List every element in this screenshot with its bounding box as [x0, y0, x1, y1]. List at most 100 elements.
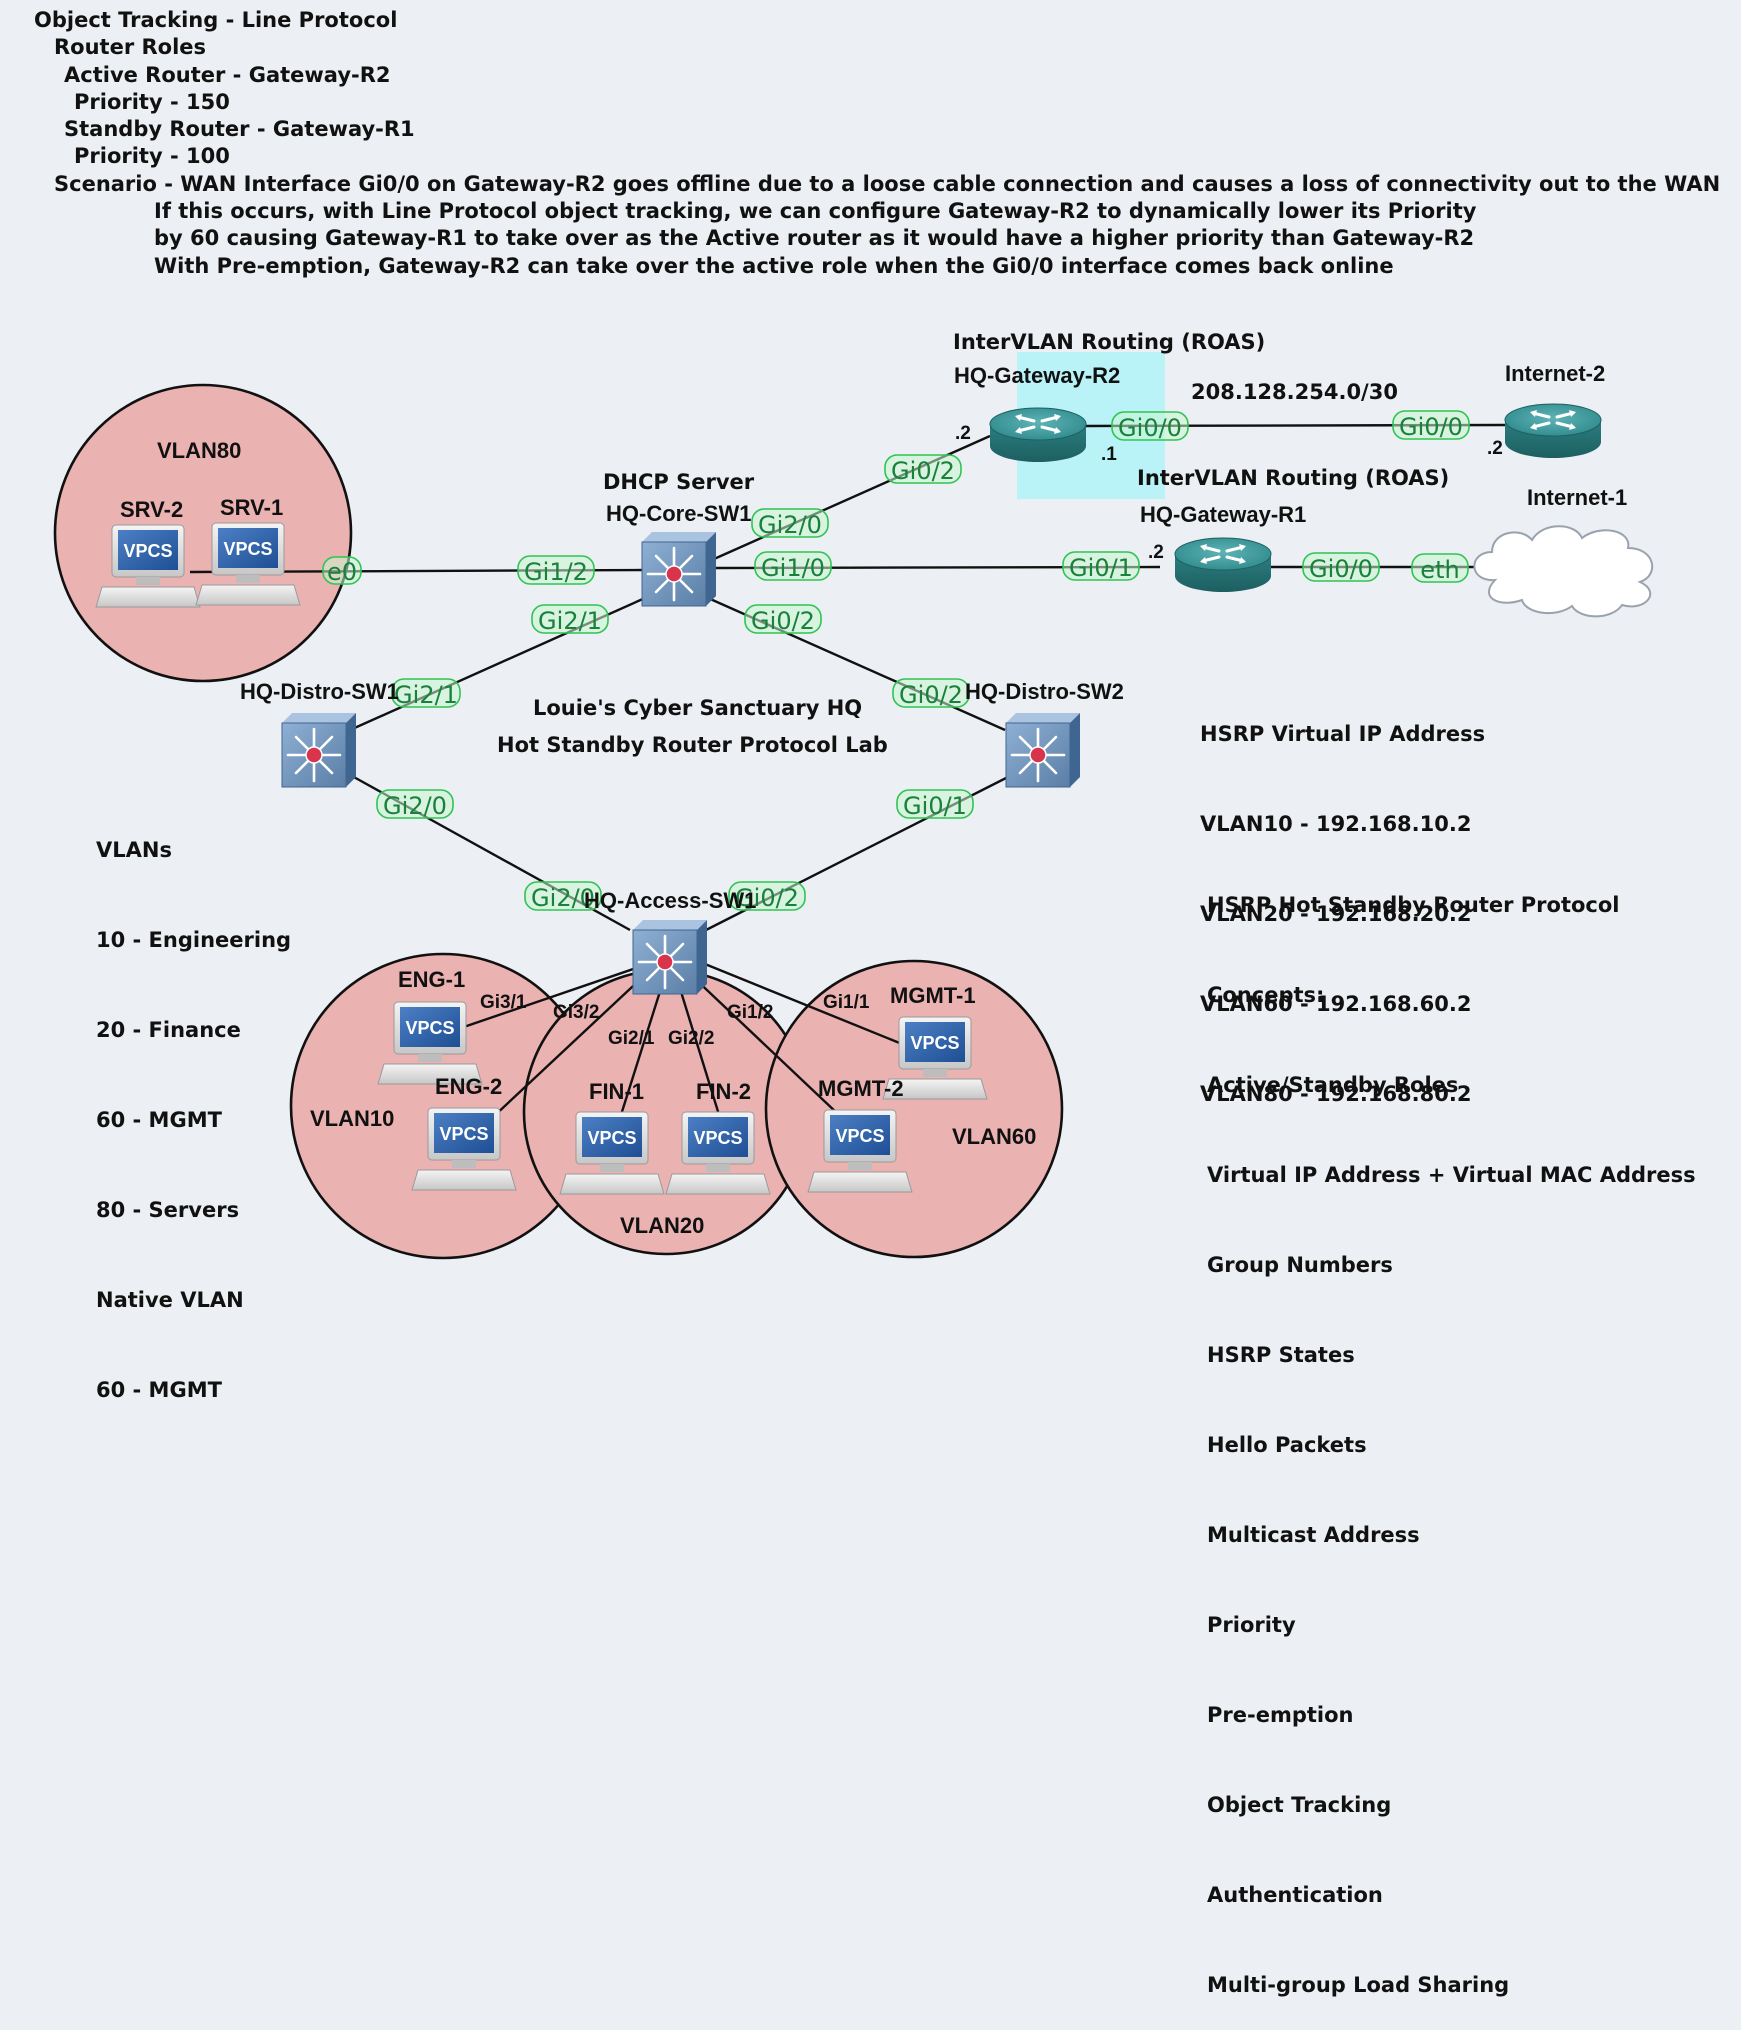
svg-text:VPCS: VPCS: [405, 1018, 454, 1038]
port-r2-gi0-0: Gi0/0: [1111, 411, 1189, 442]
port-r1-gi0-1: Gi0/1: [1062, 551, 1140, 582]
svg-text:VPCS: VPCS: [123, 541, 172, 561]
svg-text:VPCS: VPCS: [835, 1126, 884, 1146]
port-core-gi2-1: Gi2/1: [531, 604, 609, 635]
svg-text:Gi1/2: Gi1/2: [524, 558, 588, 586]
eng2-label: ENG-2: [435, 1074, 502, 1099]
roas-r1-label: InterVLAN Routing (ROAS): [1137, 466, 1449, 490]
hsrp-vip-notes: HSRP Virtual IP Address VLAN10 - 192.168…: [1200, 659, 1485, 1139]
link-access-fin2: [676, 981, 722, 1119]
port-d1-gi2-1: Gi2/1: [391, 678, 461, 709]
svg-text:Gi0/2: Gi0/2: [735, 884, 799, 912]
srv2-label: SRV-2: [120, 497, 183, 522]
svg-text:Gi0/0: Gi0/0: [1309, 555, 1373, 583]
vpcs-pc-icon[interactable]: VPCS: [559, 1111, 665, 1195]
link-access-eng2: [491, 971, 649, 1119]
multilayer-switch-icon[interactable]: [1005, 713, 1080, 788]
port-core-gi1-0: Gi1/0: [754, 551, 832, 582]
note-line: Active/Standby Roles: [1207, 1073, 1459, 1097]
vlan60-label: VLAN60: [952, 1124, 1036, 1149]
port-d1-gi2-0: Gi2/0: [376, 789, 454, 820]
note-line: Standby Router - Gateway-R1: [64, 117, 415, 142]
svg-text:VPCS: VPCS: [587, 1128, 636, 1148]
svg-text:Gi0/2: Gi0/2: [899, 681, 963, 709]
port-acc-gi1-2: Gi1/2: [727, 1002, 773, 1023]
note-line: Object Tracking: [1207, 1793, 1392, 1817]
note-line: If this occurs, with Line Protocol objec…: [154, 199, 1477, 224]
router-icon[interactable]: [1174, 537, 1272, 592]
note-line: VLAN20 - 192.168.20.2: [1200, 902, 1472, 926]
svg-text:Gi2/1: Gi2/1: [538, 607, 602, 635]
eng1-label: ENG-1: [398, 967, 465, 992]
addr-inet2-wan: .2: [1487, 438, 1503, 459]
wan-subnet-label: 208.128.254.0/30: [1191, 380, 1398, 404]
port-core-gi2-0: Gi2/0: [751, 508, 829, 539]
vpcs-pc-icon[interactable]: VPCS: [411, 1107, 517, 1191]
link-access-mgmt2: [689, 973, 839, 1115]
note-line: HSRP Virtual IP Address: [1200, 722, 1486, 746]
hsrp-concepts-notes: HSRP Hot Standby Router Protocol Concept…: [1207, 830, 1696, 2030]
note-line: Router Roles: [54, 35, 207, 60]
vlan-notes: VLANs 10 - Engineering 20 - Finance 60 -…: [96, 775, 291, 1435]
vpcs-pc-icon[interactable]: VPCS: [95, 524, 201, 608]
svg-text:Gi0/0: Gi0/0: [1399, 413, 1463, 441]
router-icon[interactable]: [1504, 403, 1602, 458]
note-line: 80 - Servers: [96, 1198, 240, 1222]
note-line: Priority - 100: [74, 144, 230, 169]
link-access-eng1: [454, 964, 643, 1032]
note-line: HSRP Hot Standby Router Protocol: [1207, 893, 1620, 917]
vpcs-pc-icon[interactable]: VPCS: [882, 1016, 988, 1100]
note-line: With Pre-emption, Gateway-R2 can take ov…: [154, 253, 1394, 278]
note-line: VLAN60 - 192.168.60.2: [1200, 992, 1472, 1016]
core-label: HQ-Core-SW1: [606, 501, 751, 526]
svg-text:VPCS: VPCS: [439, 1124, 488, 1144]
note-line: by 60 causing Gateway-R1 to take over as…: [154, 226, 1475, 251]
port-acc-gi2-1: Gi2/1: [608, 1028, 655, 1049]
port-acc-gi3-2: Gi3/2: [553, 1002, 599, 1023]
fin2-label: FIN-2: [696, 1079, 751, 1104]
vpcs-pc-icon[interactable]: VPCS: [195, 522, 301, 606]
note-line: 10 - Engineering: [96, 928, 292, 952]
port-acc-gi2-2: Gi2/2: [668, 1028, 714, 1049]
note-line: Multi-group Load Sharing: [1207, 1973, 1510, 1997]
note-line: VLANs: [96, 838, 172, 862]
link-access-mgmt1: [699, 960, 903, 1046]
multilayer-switch-icon[interactable]: [281, 713, 356, 788]
network-topology: e0 Gi1/2 Gi2/0 Gi1/0 Gi2/1 Gi0/2 Gi0/2 G…: [53, 330, 1654, 1260]
note-line: HSRP States: [1207, 1343, 1355, 1367]
distro2-label: HQ-Distro-SW2: [965, 679, 1124, 704]
port-acc-gi0-2: Gi0/2: [728, 881, 806, 912]
svg-text:Gi2/0: Gi2/0: [531, 884, 595, 912]
note-line: Scenario - WAN Interface Gi0/0 on Gatewa…: [54, 171, 1721, 196]
port-core-gi1-2: Gi1/2: [517, 555, 595, 586]
inet2-label: Internet-2: [1505, 361, 1605, 386]
r2-label: HQ-Gateway-R2: [954, 363, 1120, 388]
port-r1-gi0-0: Gi0/0: [1302, 552, 1380, 583]
port-inet2-gi0-0: Gi0/0: [1392, 410, 1470, 441]
scenario-notes: Object Tracking - Line Protocol Router R…: [34, 7, 1720, 280]
access-label: HQ-Access-SW1: [584, 888, 756, 913]
lab-title: Louie's Cyber Sanctuary HQ: [533, 696, 862, 720]
port-acc-gi1-1: Gi1/1: [823, 992, 870, 1013]
vpcs-pc-icon[interactable]: VPCS: [665, 1111, 771, 1195]
core-role-label: DHCP Server: [603, 470, 755, 494]
cloud-icon[interactable]: [1473, 525, 1654, 618]
vpcs-pc-icon[interactable]: VPCS: [377, 1001, 483, 1085]
note-line: VLAN80 - 192.168.80.2: [1200, 1082, 1472, 1106]
port-inet1-eth: eth: [1411, 553, 1469, 584]
addr-r2-lan: .2: [955, 423, 971, 444]
router-icon[interactable]: [989, 407, 1087, 462]
note-line: VLAN10 - 192.168.10.2: [1200, 812, 1472, 836]
vpcs-pc-icon[interactable]: VPCS: [807, 1109, 913, 1193]
multilayer-switch-icon[interactable]: [632, 920, 707, 995]
vlan10-label: VLAN10: [310, 1106, 394, 1131]
lab-subtitle: Hot Standby Router Protocol Lab: [497, 733, 888, 757]
distro1-label: HQ-Distro-SW1: [240, 679, 399, 704]
note-line: Native VLAN: [96, 1288, 244, 1312]
fin1-label: FIN-1: [589, 1079, 644, 1104]
multilayer-switch-icon[interactable]: [641, 532, 716, 607]
svg-text:e0: e0: [327, 558, 357, 586]
note-line: 60 - MGMT: [96, 1108, 222, 1132]
note-line: 60 - MGMT: [96, 1378, 222, 1402]
svg-text:Gi2/1: Gi2/1: [394, 681, 458, 709]
